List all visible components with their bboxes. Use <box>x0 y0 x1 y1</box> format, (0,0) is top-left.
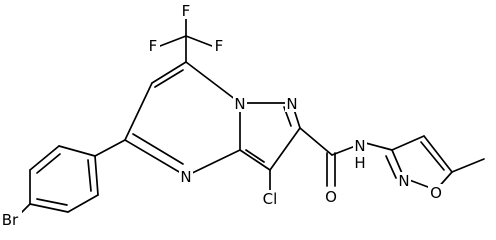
atom-n-isoxazole: N <box>398 172 409 190</box>
bond-ph-3-inner <box>36 153 61 174</box>
molecule-diagram: F F F N N N Cl Br O N H N O <box>0 2 485 229</box>
bond-c5-phenyl <box>94 139 126 157</box>
bond-ph-4 <box>67 194 99 213</box>
bond-c7-c6-inner <box>154 69 184 88</box>
atom-n-pyrazole: N <box>286 95 297 113</box>
bond-c4i-c3i <box>391 135 425 151</box>
atom-f-left: F <box>149 37 158 55</box>
bond-methyl <box>451 158 485 173</box>
atom-h-amide: H <box>354 154 365 172</box>
bond-layer <box>19 9 485 215</box>
bond-c5-n4-inner <box>132 133 184 165</box>
bond-ph-6-inner <box>36 198 68 206</box>
atom-o-carbonyl: O <box>325 188 337 206</box>
bond-n8-c7 <box>185 61 241 104</box>
bond-ph-1 <box>58 145 96 157</box>
bond-c3i-n-inner <box>385 155 397 179</box>
structure-canvas: F F F N N N Cl Br O N H N O <box>0 2 485 229</box>
bond-c5i-c4i-inner <box>420 141 445 171</box>
atom-n-bridge: N <box>234 95 245 113</box>
bond-c-f-right <box>185 35 213 47</box>
bond-ph-2-inner <box>87 159 92 192</box>
atom-n-amide: N <box>354 137 365 155</box>
atom-br: Br <box>2 211 19 229</box>
atom-n-pyrimidine: N <box>180 168 191 186</box>
atom-cl: Cl <box>263 190 278 208</box>
atom-f-top: F <box>182 2 191 20</box>
bond-ph-2 <box>94 155 99 196</box>
atom-layer: F F F N N N Cl Br O N H N O <box>0 2 443 229</box>
bond-c3-c3a <box>239 149 271 171</box>
bond-c3-c3a-inner <box>245 149 265 163</box>
bond-c2-carbonyl <box>299 127 333 156</box>
bond-ph-6 <box>29 203 69 213</box>
bond-c-f-left <box>159 35 187 47</box>
atom-f-right: F <box>215 37 224 55</box>
bond-c5i-c4i <box>423 135 453 173</box>
bond-c7-c6 <box>151 61 187 84</box>
bond-n4-c3a <box>185 149 241 177</box>
bond-c6-c5 <box>124 82 153 141</box>
atom-o-isoxazole: O <box>430 184 442 202</box>
bond-c2-c3 <box>269 127 301 171</box>
bond-c5-n4 <box>124 139 187 177</box>
bond-ph-3 <box>29 145 60 171</box>
